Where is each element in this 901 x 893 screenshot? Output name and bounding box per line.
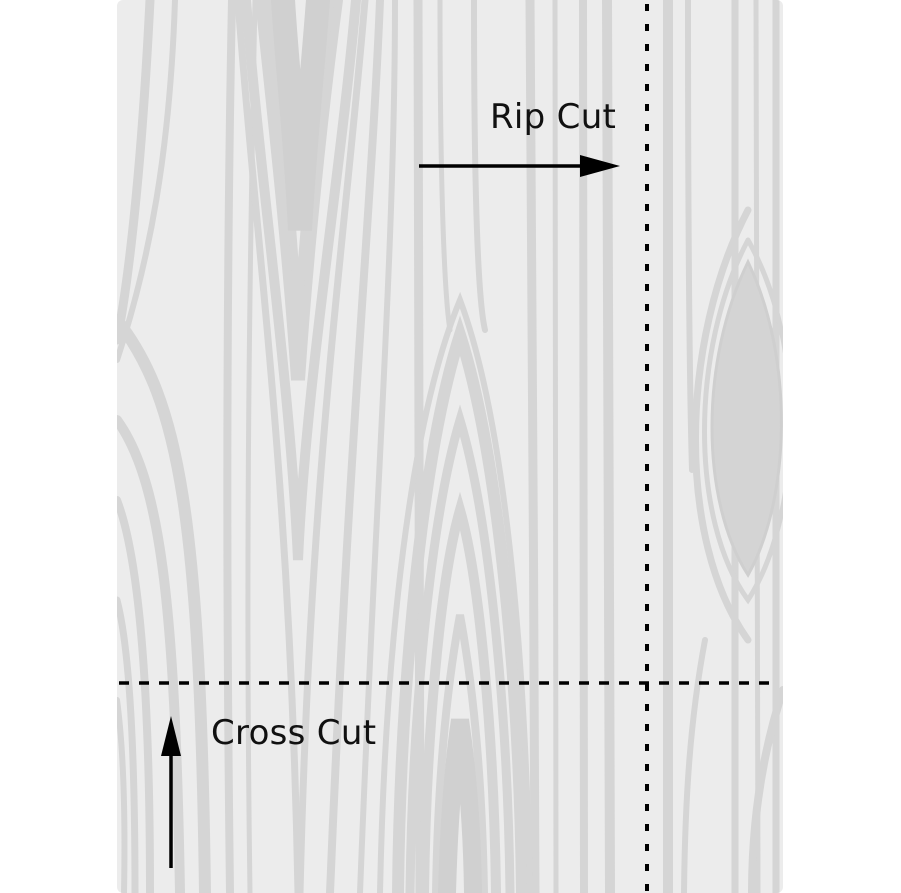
- rip-cut-arrow-icon: [419, 155, 620, 177]
- rip-cut-label: Rip Cut: [490, 97, 617, 137]
- cross-cut-arrow-icon: [161, 716, 181, 868]
- cross-cut-label: Cross Cut: [211, 713, 377, 753]
- wood-grain-pattern: [117, 0, 783, 893]
